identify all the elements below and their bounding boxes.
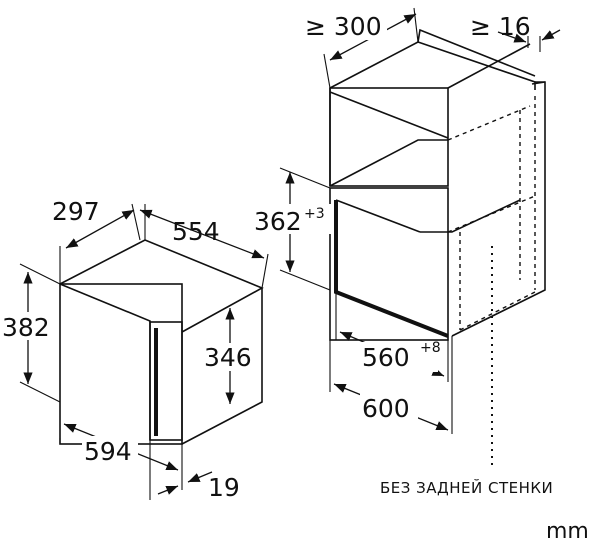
dim-niche-gap-label: ≥ 16 xyxy=(470,12,531,41)
microwave-drawing xyxy=(59,239,264,445)
dim-front-thickness: 19 xyxy=(149,440,240,502)
microwave-front xyxy=(59,283,183,445)
dim-niche-gap: ≥ 16 xyxy=(470,12,561,52)
dim-width-front: 594 xyxy=(59,423,183,490)
dim-depth-label: 297 xyxy=(52,197,100,226)
dim-height-inner: 346 xyxy=(203,308,255,404)
dim-niche-width-tolerance: +8 xyxy=(420,340,441,356)
cabinet-side xyxy=(451,81,546,337)
microwave-top xyxy=(59,239,264,333)
unit-label: mm xyxy=(546,519,589,544)
dim-front-thickness-label: 19 xyxy=(208,473,240,502)
dim-niche-width-label: 560 xyxy=(362,343,410,372)
dim-width-top: 554 xyxy=(139,204,269,289)
dim-height-inner-label: 346 xyxy=(204,343,252,372)
dim-height-outer: 382 xyxy=(0,263,61,403)
no-back-wall-note: БЕЗ ЗАДНЕЙ СТЕНКИ xyxy=(380,478,553,497)
dim-niche-depth: ≥ 300 xyxy=(303,7,419,89)
dim-niche-height-tolerance: +3 xyxy=(304,206,325,222)
dim-niche-width: 560 +8 xyxy=(335,292,449,382)
dim-depth: 297 xyxy=(52,197,141,284)
dim-niche-height: 362 +3 xyxy=(253,167,331,291)
dim-width-top-label: 554 xyxy=(172,217,220,246)
dim-cabinet-width-label: 600 xyxy=(362,394,410,423)
dim-cabinet-width: 600 xyxy=(329,336,453,434)
microwave-side xyxy=(181,288,263,445)
dim-niche-depth-label: ≥ 300 xyxy=(305,12,382,41)
niche-opening xyxy=(329,187,449,341)
dim-width-front-label: 594 xyxy=(84,437,132,466)
dim-niche-height-label: 362 xyxy=(254,207,302,236)
cabinet-upper-front xyxy=(329,87,449,187)
dim-height-outer-label: 382 xyxy=(2,313,50,342)
